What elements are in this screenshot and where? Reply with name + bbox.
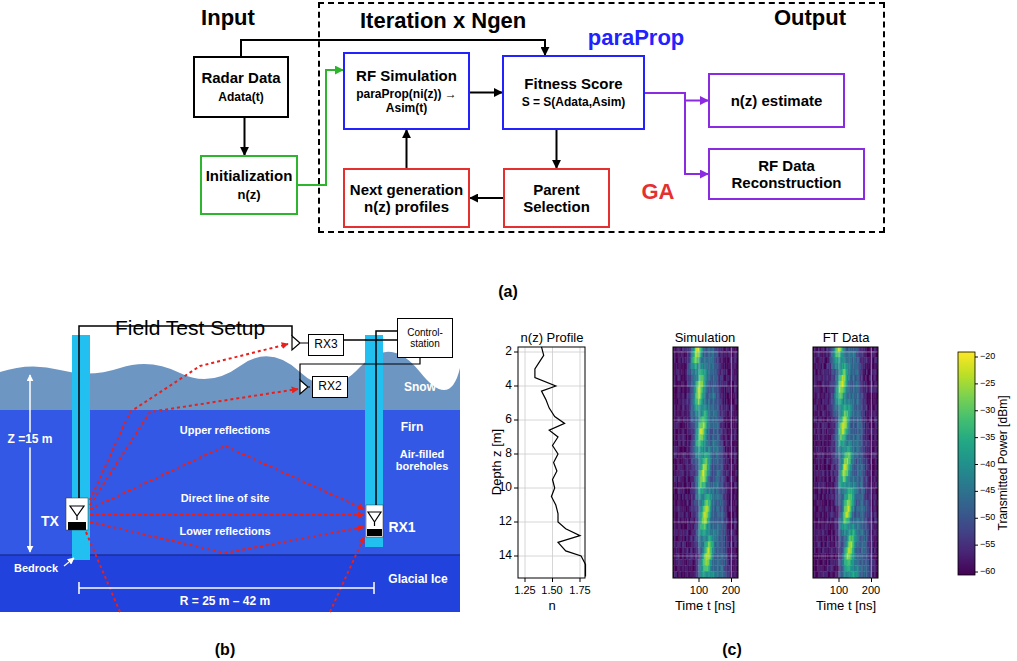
ray-paths — [86, 344, 364, 612]
glacial-ice-layer — [0, 555, 460, 612]
direct-ray — [90, 514, 364, 516]
upper-reflection-ray — [90, 389, 298, 505]
cable — [300, 358, 420, 380]
plots — [514, 345, 978, 583]
profile-grid — [518, 347, 585, 578]
profile-axes — [518, 347, 585, 578]
cable — [376, 331, 397, 505]
snow-layer — [0, 352, 460, 410]
tx-unit — [68, 522, 86, 530]
range-tick — [373, 582, 375, 594]
tx-antenna-box — [66, 498, 88, 530]
grid-line — [518, 386, 585, 387]
borehole — [365, 335, 383, 547]
range-dimension — [79, 587, 374, 589]
rx1-unit — [367, 529, 382, 536]
grid-line — [525, 347, 526, 578]
lower-reflection-ray — [90, 522, 364, 553]
rx3-antenna — [292, 336, 308, 350]
grid-line — [518, 454, 585, 455]
grid-line — [552, 347, 553, 578]
depth-dimension — [29, 375, 31, 552]
rx2-antenna — [300, 380, 310, 394]
grid-line — [518, 352, 585, 353]
rx1-antenna — [368, 512, 381, 526]
grid-line — [518, 488, 585, 489]
rx1-antenna-box — [366, 505, 383, 537]
refractive-index-profile — [535, 347, 586, 577]
deep-ray — [330, 537, 364, 612]
grid-line — [518, 420, 585, 421]
firn-layer — [0, 410, 460, 555]
grid-line — [518, 556, 585, 557]
simulation-heatmap — [673, 347, 738, 578]
bedrock-pointer — [64, 558, 74, 566]
grid-line — [518, 522, 585, 523]
bedrock-line — [0, 554, 460, 556]
grid-line — [580, 347, 581, 578]
field-test-illustration — [0, 326, 460, 612]
profile-frame — [518, 347, 585, 578]
range-tick — [78, 582, 80, 594]
tx-antenna — [70, 506, 84, 520]
upper-reflection-ray — [90, 446, 364, 509]
upper-reflection-ray — [90, 344, 288, 500]
deep-ray — [86, 532, 120, 612]
